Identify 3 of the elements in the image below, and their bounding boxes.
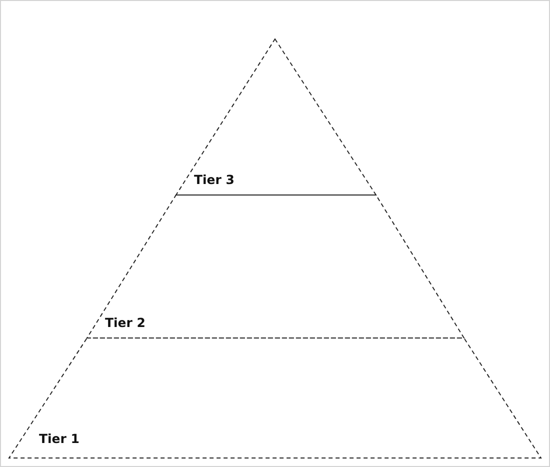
tier-label: Tier 2: [105, 315, 146, 330]
tier-label: Tier 1: [39, 431, 80, 446]
tier-label: Tier 3: [194, 172, 235, 187]
